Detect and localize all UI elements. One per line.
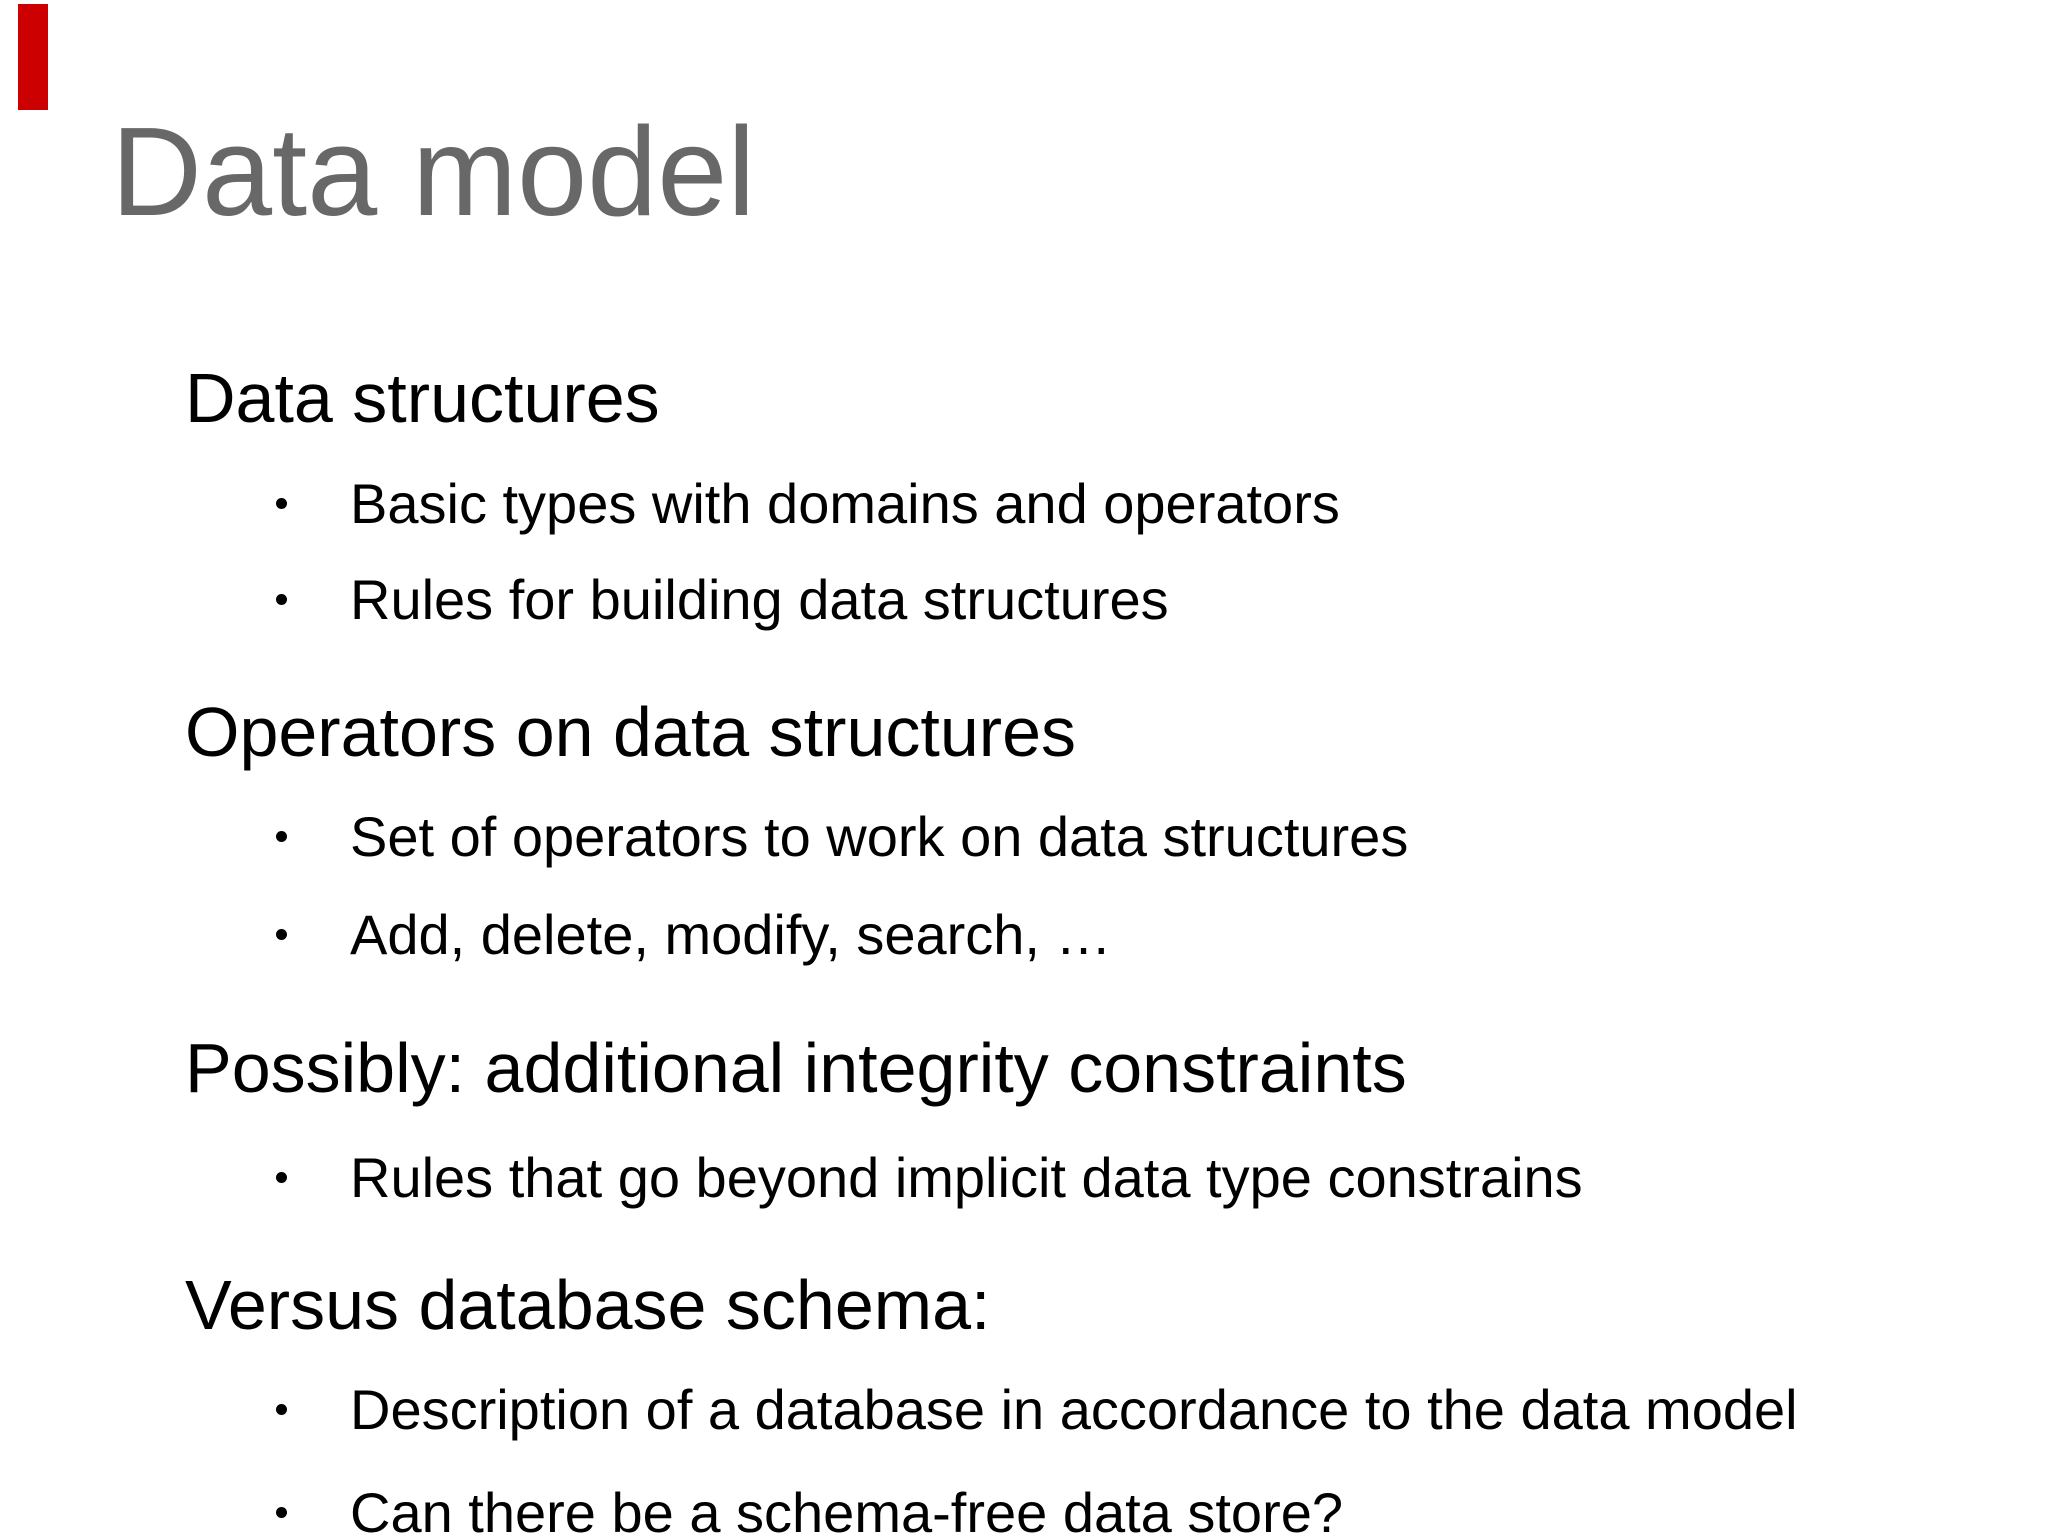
bullet-dot: [276, 1404, 287, 1415]
bullet-text: Rules that go beyond implicit data type …: [350, 1146, 1583, 1209]
bullet-text: Add, delete, modify, search, …: [350, 903, 1112, 966]
section-heading: Operators on data structures: [185, 693, 1076, 771]
section-heading: Data structures: [185, 359, 660, 437]
section-heading: Possibly: additional integrity constrain…: [185, 1029, 1407, 1107]
bullet-text: Set of operators to work on data structu…: [350, 805, 1409, 868]
bullet-text: Description of a database in accordance …: [350, 1378, 1798, 1441]
bullet-dot: [276, 929, 287, 940]
bullet-dot: [276, 1507, 287, 1518]
bullet-text: Basic types with domains and operators: [350, 472, 1340, 535]
bullet-dot: [276, 498, 287, 509]
section-heading: Versus database schema:: [185, 1266, 991, 1344]
bullet-text: Can there be a schema-free data store?: [350, 1481, 1344, 1536]
bullet-dot: [276, 1172, 287, 1183]
accent-bar: [18, 4, 48, 110]
page-title: Data model: [111, 101, 756, 242]
bullet-dot: [276, 831, 287, 842]
bullet-text: Rules for building data structures: [350, 568, 1169, 631]
bullet-dot: [276, 594, 287, 605]
